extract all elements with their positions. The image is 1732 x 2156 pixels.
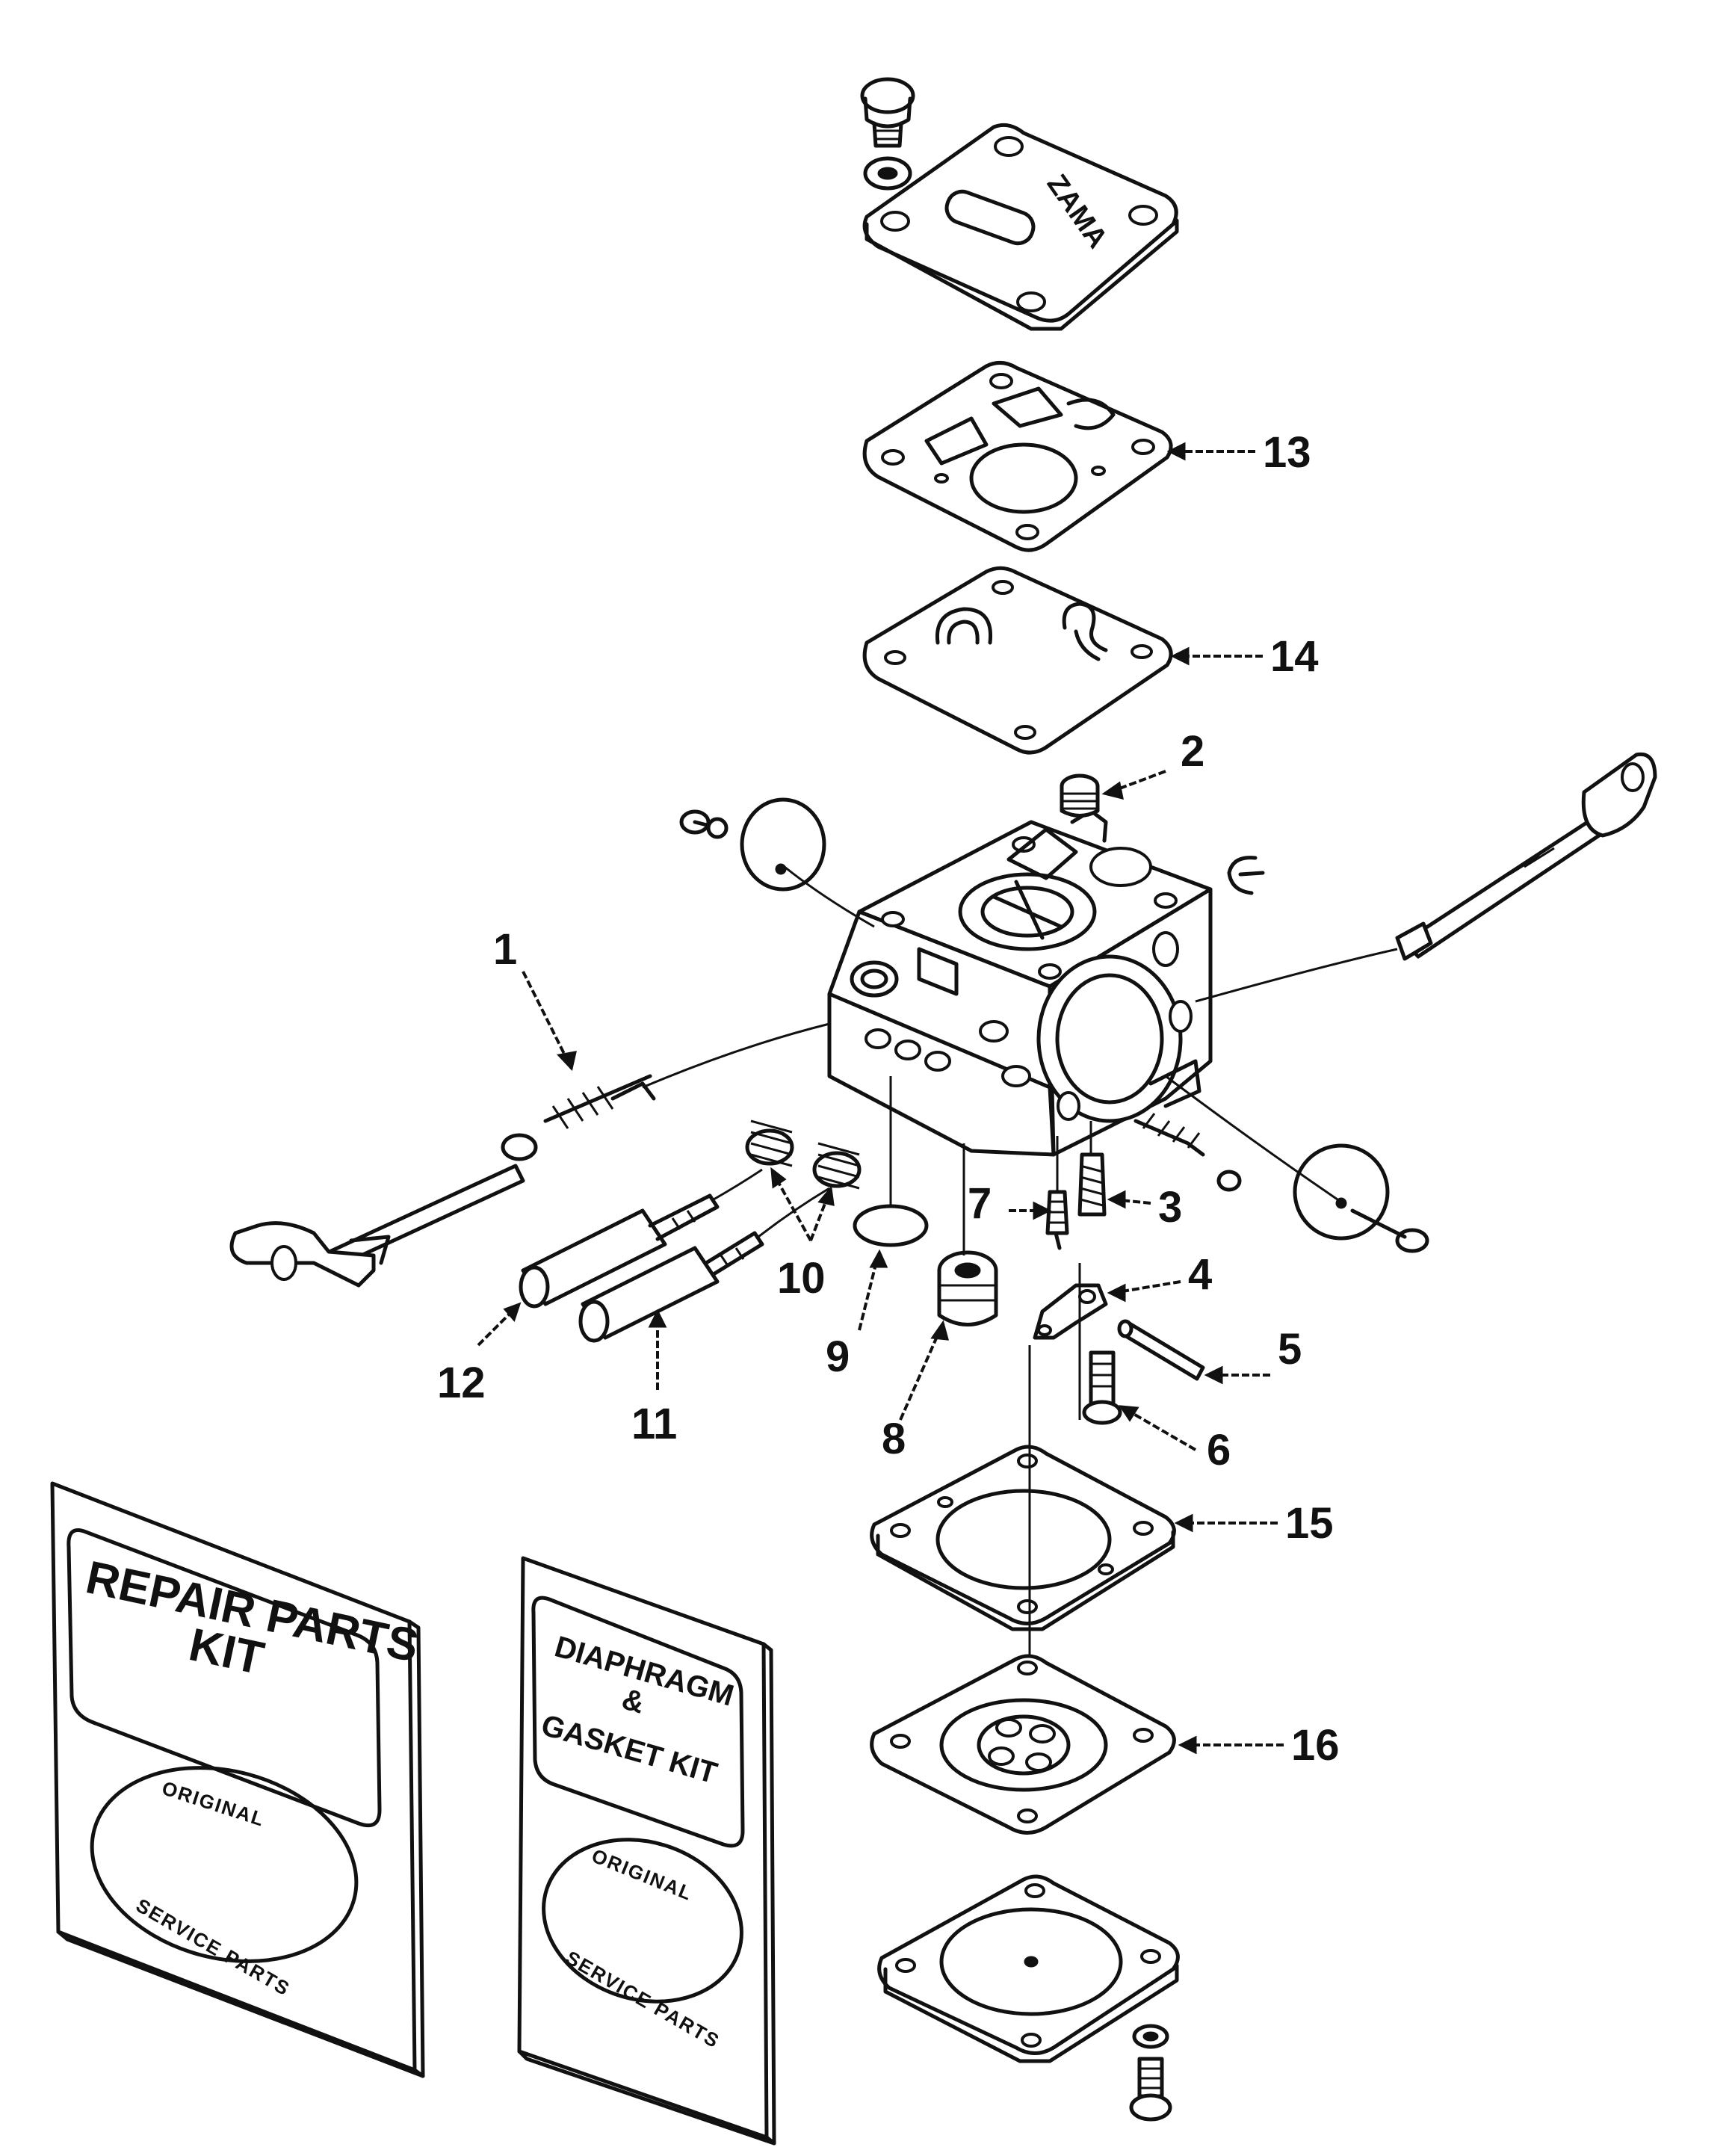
diaphragm-gasket-kit: DIAPHRAGM & GASKET KIT ORIGINAL SERVICE … bbox=[517, 1556, 776, 2146]
callout-12: 12 bbox=[437, 1359, 486, 1407]
metering-spring bbox=[1077, 1121, 1107, 1217]
throttle-shaft bbox=[1195, 752, 1657, 1003]
callout-10: 10 bbox=[777, 1254, 826, 1303]
callout-16: 16 bbox=[1291, 1721, 1340, 1770]
carburetor-body bbox=[827, 809, 1213, 1157]
callout-14: 14 bbox=[1270, 632, 1319, 681]
metering-lever bbox=[1033, 1283, 1108, 1340]
callout-11: 11 bbox=[631, 1400, 677, 1448]
pump-diaphragm bbox=[862, 566, 1173, 755]
callout-13: 13 bbox=[1263, 428, 1311, 477]
bottom-screw bbox=[1129, 2057, 1172, 2122]
repair-parts-kit: REPAIR PARTS KIT ORIGINAL SERVICE PARTS bbox=[50, 1481, 425, 2078]
pump-cover: ZAMA bbox=[862, 123, 1179, 331]
high-speed-needle bbox=[519, 1168, 763, 1309]
low-speed-spring bbox=[812, 1142, 862, 1190]
throttle-plate bbox=[1165, 1075, 1390, 1241]
callout-9: 9 bbox=[826, 1332, 850, 1381]
choke-plate bbox=[740, 797, 875, 928]
lever-pin bbox=[1117, 1319, 1205, 1381]
idle-screw-spring bbox=[1133, 1113, 1242, 1192]
choke-shaft bbox=[229, 1133, 538, 1288]
metering-diaphragm bbox=[870, 1654, 1176, 1835]
e-clip bbox=[1227, 856, 1265, 895]
pump-gasket bbox=[862, 361, 1173, 552]
callout-7: 7 bbox=[968, 1179, 992, 1228]
choke-shaft-spring bbox=[543, 1022, 830, 1129]
callout-1: 1 bbox=[493, 925, 517, 974]
inlet-fitting bbox=[1060, 773, 1100, 818]
callout-3: 3 bbox=[1158, 1183, 1182, 1232]
callout-4: 4 bbox=[1188, 1250, 1212, 1299]
callout-8: 8 bbox=[882, 1415, 906, 1463]
cover-washer bbox=[863, 156, 912, 191]
cover-screw bbox=[860, 77, 915, 148]
bottom-washer bbox=[1132, 2024, 1169, 2049]
welch-plug bbox=[853, 1076, 929, 1247]
callout-5: 5 bbox=[1278, 1325, 1302, 1374]
high-speed-spring bbox=[745, 1119, 794, 1167]
choke-plate-screw bbox=[679, 809, 729, 839]
callout-2: 2 bbox=[1181, 727, 1204, 776]
inlet-screen bbox=[937, 1143, 998, 1326]
lever-screw bbox=[1078, 1263, 1122, 1425]
callout-15: 15 bbox=[1285, 1499, 1334, 1548]
callout-6: 6 bbox=[1207, 1426, 1231, 1474]
throttle-plate-screw bbox=[1350, 1208, 1429, 1253]
leader-lines bbox=[477, 442, 1284, 1755]
metering-gasket bbox=[870, 1345, 1176, 1670]
inlet-needle bbox=[1045, 1136, 1069, 1250]
callout-labels: 1 2 3 4 5 6 7 8 9 10 11 12 13 14 15 16 bbox=[437, 428, 1340, 1770]
metering-cover bbox=[877, 1874, 1180, 2063]
